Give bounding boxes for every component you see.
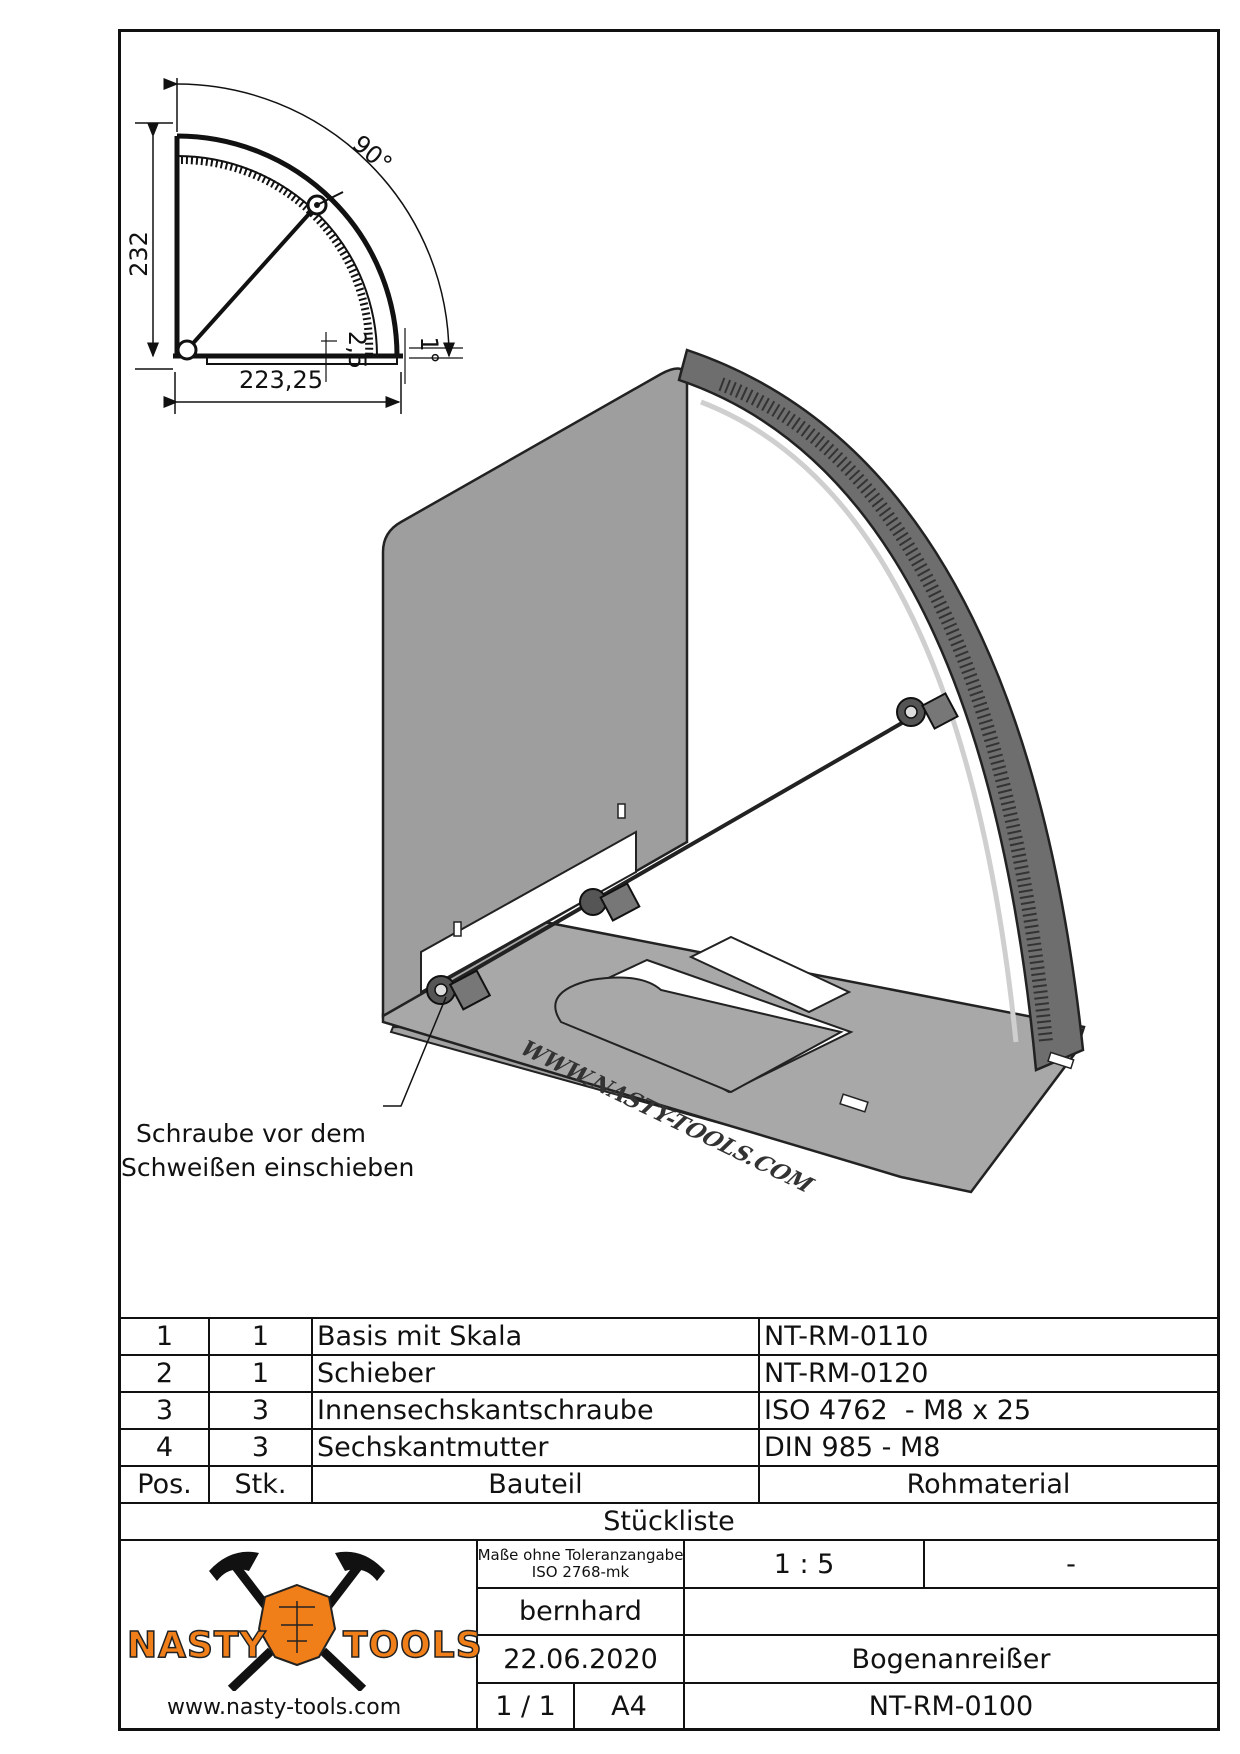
dim-width-label: 223,25 [239, 366, 323, 394]
row4-part: Sechskantmutter [317, 1432, 549, 1463]
drawing-title: Bogenanreißer [851, 1643, 1051, 1675]
drawing-date: 22.06.2020 [503, 1643, 658, 1675]
logo-mark [209, 1551, 385, 1691]
row1-pos: 1 [155, 1321, 174, 1352]
dim-angle-label: 90° [347, 129, 398, 178]
weld-note: Schraube vor dem Schweißen einschieben [121, 1117, 415, 1185]
row2-part: Schieber [317, 1358, 436, 1389]
weld-note-line1: Schraube vor dem [135, 1119, 367, 1148]
row1-part: Basis mit Skala [317, 1321, 523, 1352]
tolerance-line1: Maße ohne Toleranzangabe [477, 1546, 684, 1564]
dim-height-label: 232 [125, 231, 153, 277]
row3-qty: 3 [251, 1395, 270, 1426]
row4-qty: 3 [251, 1432, 270, 1463]
hammer-icon [209, 1551, 385, 1691]
dim-offset-label: 2,5 [343, 331, 371, 369]
header-part: Bauteil [488, 1469, 583, 1500]
technical-drawing: 232 223,25 90° 2,5 1° [125, 77, 1086, 1197]
drawing-number: NT-RM-0100 [868, 1690, 1034, 1722]
row2-qty: 1 [251, 1358, 270, 1389]
tolerance-note: Maße ohne Toleranzangabe ISO 2768-mk [477, 1541, 684, 1587]
row2-material: NT-RM-0120 [764, 1358, 929, 1389]
website-url: www.nasty-tools.com [167, 1695, 402, 1720]
logo-word-right: TOOLS [342, 1624, 483, 1667]
row1-qty: 1 [251, 1321, 270, 1352]
drawing-sheet: 232 223,25 90° 2,5 1° [118, 29, 1220, 1731]
row3-pos: 3 [155, 1395, 174, 1426]
row4-pos: 4 [155, 1432, 174, 1463]
header-qty: Stk. [234, 1469, 287, 1500]
paper-format: A4 [611, 1690, 647, 1722]
logo-word-left: NASTY [126, 1624, 267, 1667]
side-view: 232 223,25 90° 2,5 1° [125, 77, 463, 414]
weld-note-line2: Schweißen einschieben [121, 1153, 415, 1182]
tolerance-line2: ISO 2768-mk [531, 1563, 630, 1581]
scale-dash: - [1066, 1548, 1076, 1580]
scale-value: 1 : 5 [773, 1548, 835, 1580]
row4-material: DIN 985 - M8 [764, 1432, 941, 1463]
isometric-view: WWW.NASTY-TOOLS.COM [381, 348, 1086, 1197]
parts-list-title: Stückliste [603, 1506, 735, 1537]
row1-material: NT-RM-0110 [764, 1321, 929, 1352]
lion-head-icon [257, 1583, 337, 1667]
row3-material: ISO 4762 - M8 x 25 [764, 1395, 1032, 1426]
author-name: bernhard [519, 1596, 642, 1627]
sheet-number: 1 / 1 [495, 1690, 556, 1722]
header-pos: Pos. [137, 1469, 192, 1500]
header-material: Rohmaterial [906, 1469, 1071, 1500]
row3-part: Innensechskantschraube [317, 1395, 654, 1426]
dim-offset-angle-label: 1° [415, 336, 443, 363]
row2-pos: 2 [155, 1358, 174, 1389]
